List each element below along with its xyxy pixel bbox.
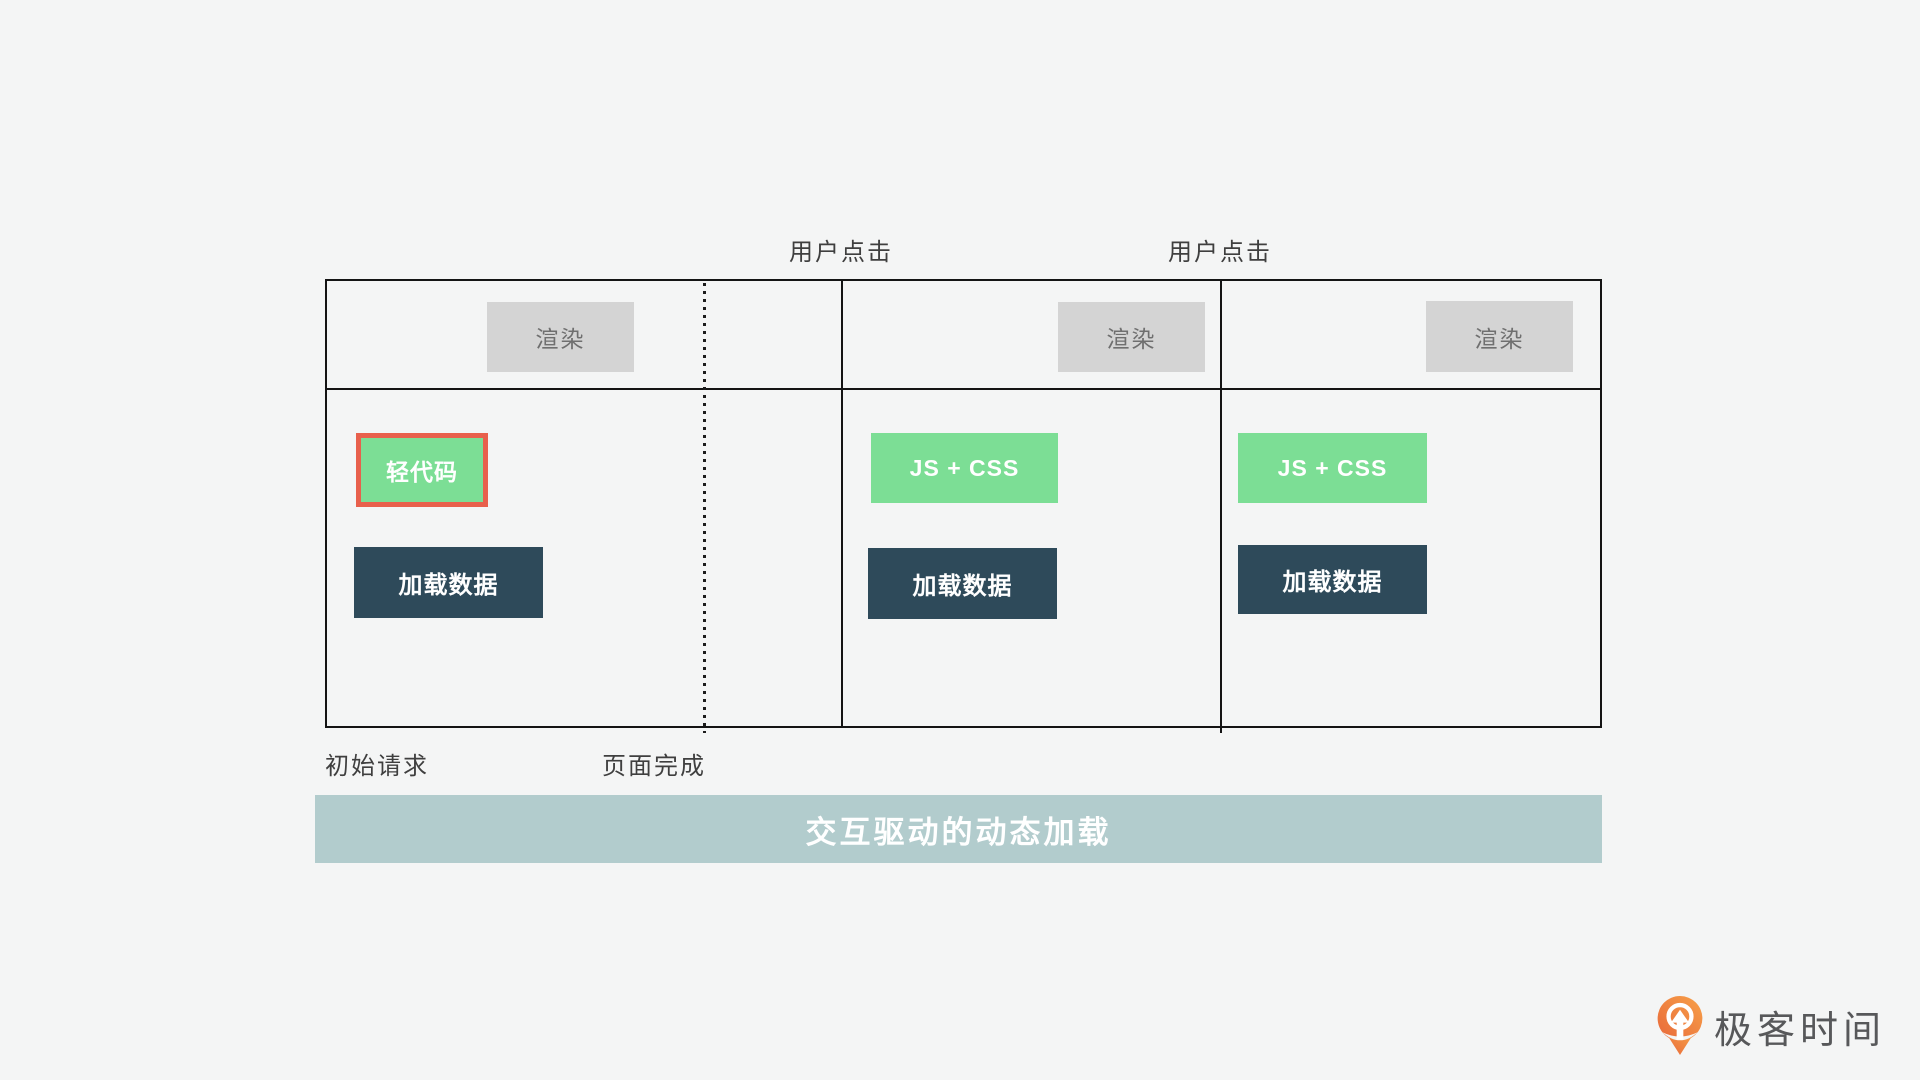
js-css-chip-phase2: JS + CSS: [871, 433, 1058, 503]
timeline-row-divider: [325, 388, 1602, 390]
geektime-pin-icon: [1657, 996, 1703, 1056]
initial-request-label: 初始请求: [325, 753, 429, 780]
render-chip-phase1: 渲染: [487, 302, 634, 372]
load-data-chip-phase2: 加载数据: [868, 548, 1057, 619]
timeline-frame: [325, 279, 1602, 728]
geektime-logo-text: 极客时间: [1714, 1009, 1887, 1052]
render-chip-phase3: 渲染: [1426, 301, 1573, 372]
light-code-chip-highlighted: 轻代码: [356, 433, 488, 507]
load-data-chip-phase3: 加载数据: [1238, 545, 1427, 614]
user-click-label-1: 用户点击: [789, 239, 893, 266]
phase-divider-1: [841, 279, 843, 728]
load-data-chip-phase1: 加载数据: [354, 547, 543, 618]
geektime-logo: 极客时间: [1656, 995, 1886, 1057]
js-css-chip-phase3: JS + CSS: [1238, 433, 1427, 503]
phase-divider-2: [1220, 279, 1222, 733]
page-complete-dotted-line: [703, 283, 706, 733]
caption-banner: 交互驱动的动态加载: [315, 795, 1602, 863]
render-chip-phase2: 渲染: [1058, 302, 1205, 372]
page-complete-label: 页面完成: [602, 753, 706, 780]
user-click-label-2: 用户点击: [1168, 239, 1272, 266]
